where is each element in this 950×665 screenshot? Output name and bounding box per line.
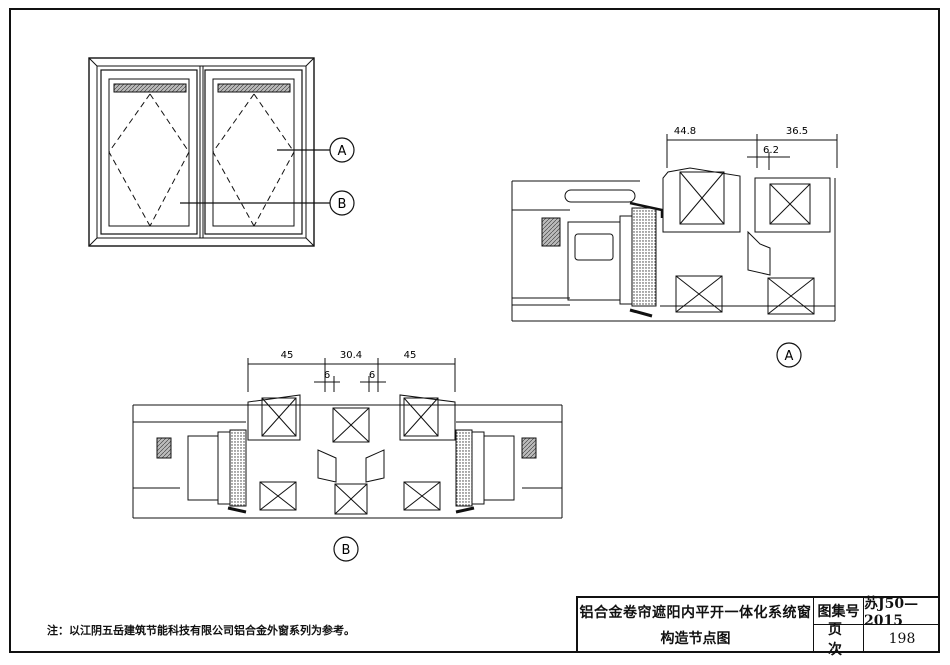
svg-text:A: A bbox=[338, 144, 347, 159]
svg-text:B: B bbox=[338, 197, 347, 212]
title-main: 铝合金卷帘遮阳内平开一体化系统窗 构造节点图 bbox=[578, 598, 814, 653]
atlas-label: 图集号 bbox=[814, 598, 864, 625]
dim-a-3: 6.2 bbox=[763, 145, 779, 156]
dim-a-2: 36.5 bbox=[786, 126, 808, 137]
detail-a-label: A bbox=[776, 342, 802, 368]
svg-text:A: A bbox=[785, 349, 794, 364]
dim-b-4: 6 bbox=[324, 370, 330, 381]
detail-a-section bbox=[511, 134, 838, 322]
svg-text:B: B bbox=[342, 543, 351, 558]
callout-a: A bbox=[329, 137, 355, 163]
atlas-number: 苏J50—2015 bbox=[864, 596, 940, 629]
page-label: 页次 bbox=[814, 622, 864, 658]
title-block: 铝合金卷帘遮阳内平开一体化系统窗 构造节点图 图集号 苏J50—2015 页次 … bbox=[576, 596, 940, 658]
detail-b-label: B bbox=[333, 536, 359, 562]
callout-b: B bbox=[329, 190, 355, 216]
title-line-1: 铝合金卷帘遮阳内平开一体化系统窗 bbox=[579, 605, 812, 621]
title-line-2: 构造节点图 bbox=[660, 631, 731, 647]
drawing-border bbox=[9, 8, 940, 653]
footnote: 注：以江阴五岳建筑节能科技有限公司铝合金外窗系列为参考。 bbox=[47, 624, 355, 637]
dim-b-3: 45 bbox=[404, 350, 417, 361]
dim-b-2: 30.4 bbox=[340, 350, 362, 361]
dim-b-1: 45 bbox=[281, 350, 294, 361]
page-number: 198 bbox=[888, 631, 916, 647]
dim-a-1: 44.8 bbox=[674, 126, 696, 137]
detail-b-section bbox=[132, 358, 563, 519]
dim-b-5: 6 bbox=[369, 370, 375, 381]
window-elevation bbox=[88, 57, 330, 247]
